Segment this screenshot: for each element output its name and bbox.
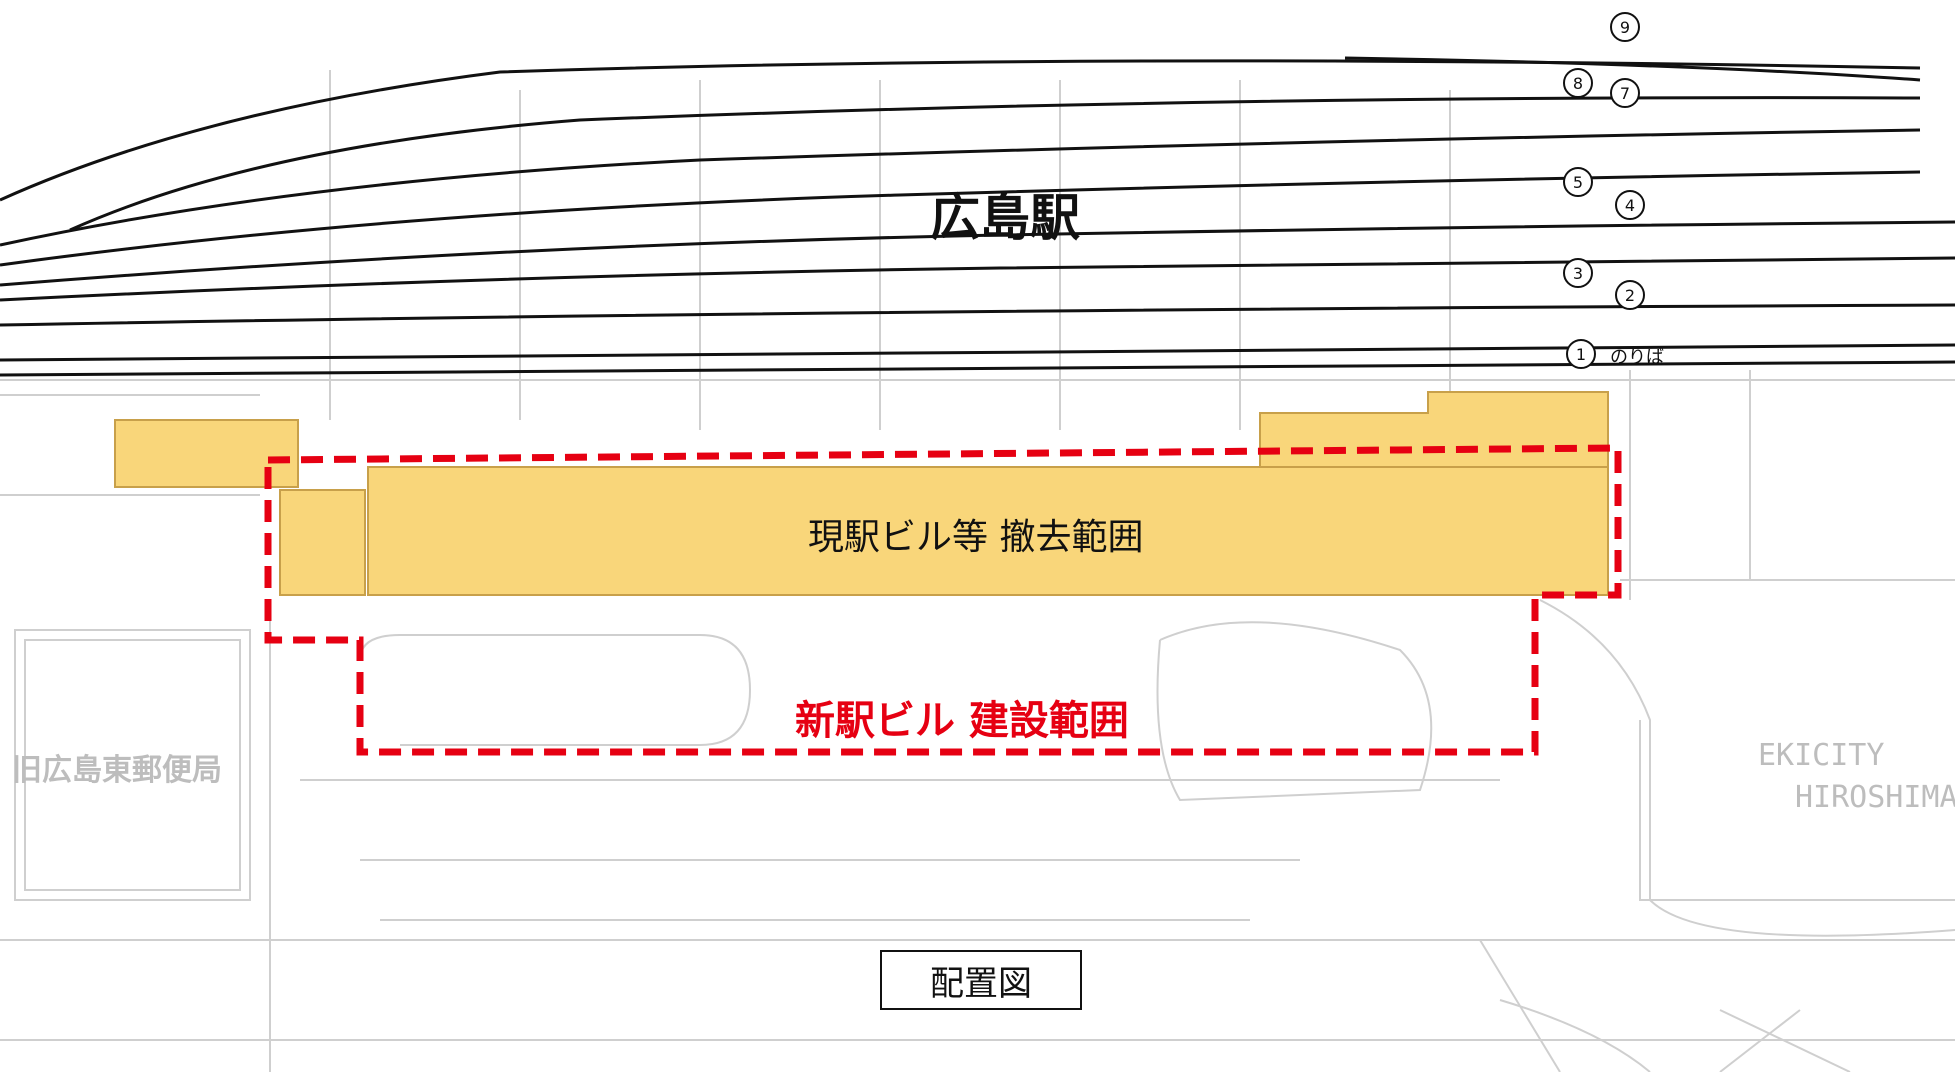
station-title: 広島駅 xyxy=(930,189,1080,247)
platform-marker-4: 4 xyxy=(1615,190,1645,220)
ekicity-label-line1: EKICITY xyxy=(1758,738,1885,773)
ekicity-label-line2: HIROSHIMA xyxy=(1795,780,1955,815)
platform-marker-1: 1 xyxy=(1566,339,1596,369)
old-post-office-label: 旧広島東郵便局 xyxy=(12,753,222,788)
platform-marker-8: 8 xyxy=(1563,68,1593,98)
construction-boundary xyxy=(264,444,1622,756)
construction-area-label: 新駅ビル 建設範囲 xyxy=(795,698,1129,744)
platform-marker-9: 9 xyxy=(1610,12,1640,42)
platform-marker-2: 2 xyxy=(1615,280,1645,310)
removal-area xyxy=(114,391,1609,596)
railway-tracks xyxy=(0,56,1955,377)
platform-marker-3: 3 xyxy=(1563,258,1593,288)
layout-plan-label: 配置図 xyxy=(880,950,1082,1010)
platform-suffix-label: のりば xyxy=(1610,347,1664,368)
platform-marker-7: 7 xyxy=(1610,78,1640,108)
basemap xyxy=(0,70,1955,1072)
platform-marker-5: 5 xyxy=(1563,167,1593,197)
removal-area-label: 現駅ビル等 撤去範囲 xyxy=(808,517,1144,558)
